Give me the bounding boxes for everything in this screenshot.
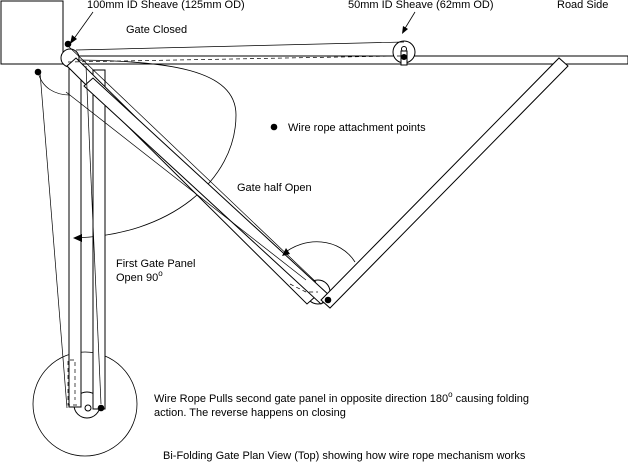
wire-rope-diagonal-1 xyxy=(65,43,317,283)
wire-rope-diagonal-2 xyxy=(65,91,307,281)
attachment-point-bottom xyxy=(97,404,105,412)
label-first-panel-line1: First Gate Panel xyxy=(116,258,195,270)
arrow-hinge-head xyxy=(282,248,290,256)
label-gate-closed: Gate Closed xyxy=(126,24,187,36)
label-first-panel-line2: Open 90o xyxy=(116,269,163,284)
label-gate-half-open: Gate half Open xyxy=(237,182,312,194)
attachment-point-hinge xyxy=(324,296,332,304)
arrow-first-panel-head xyxy=(73,234,82,242)
first-panel-angle-text: Open 90 xyxy=(116,272,158,284)
first-panel-swing-arc xyxy=(66,59,237,239)
label-wire-rope-line2: action. The reverse happens on closing xyxy=(154,407,346,419)
label-attachment-legend: Wire rope attachment points xyxy=(288,122,426,134)
first-panel-degree-superscript: o xyxy=(158,269,163,278)
bottom-sheave-center xyxy=(84,404,92,412)
wire-rope-top xyxy=(75,41,405,51)
wire-rope-line1-degree: o xyxy=(448,390,453,399)
second-panel-half-open xyxy=(320,57,569,309)
label-caption: Bi-Folding Gate Plan View (Top) showing … xyxy=(163,450,526,462)
bottom-sheave-swing-circle xyxy=(32,351,138,457)
attachment-point-small-sheave xyxy=(401,54,407,60)
label-wire-rope-line1: Wire Rope Pulls second gate panel in opp… xyxy=(154,390,529,405)
arrow-sheave-small-line xyxy=(403,11,416,31)
wire-rope-vertical-right xyxy=(85,65,102,405)
attachment-point-post xyxy=(34,68,42,76)
attachment-point-top-left xyxy=(64,40,72,48)
closed-gate-bar xyxy=(62,55,628,65)
label-road-side: Road Side xyxy=(557,0,608,11)
gate-post xyxy=(0,0,64,65)
arrow-sheave-small-head xyxy=(402,26,408,34)
wire-rope-line1-start: Wire Rope Pulls second gate panel in opp… xyxy=(154,393,448,405)
arrow-sheave-large-head xyxy=(70,35,77,44)
arrow-sheave-large-line xyxy=(72,11,94,41)
hinge-swing-arc xyxy=(281,241,356,263)
wire-rope-line1-end: causing folding xyxy=(453,393,529,405)
wire-rope-left-curve xyxy=(37,71,71,96)
wire-rope-dashed-hinge xyxy=(289,283,318,293)
wire-rope-vertical-left xyxy=(39,71,68,409)
legend-attachment-dot xyxy=(270,123,278,131)
label-sheave-large: 100mm ID Sheave (125mm OD) xyxy=(87,0,245,11)
label-sheave-small: 50mm ID Sheave (62mm OD) xyxy=(348,0,493,11)
